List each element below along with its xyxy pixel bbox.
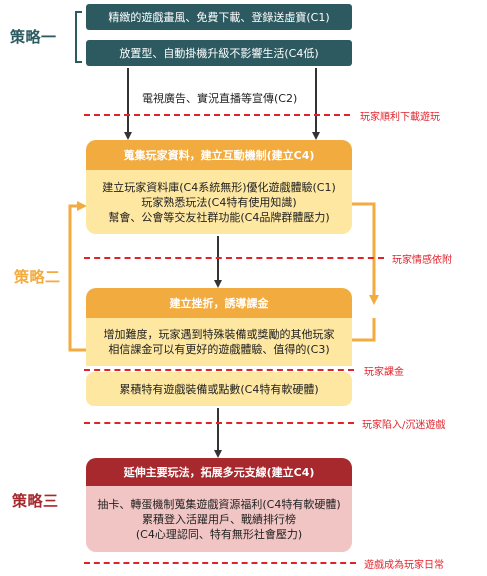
block1-top-box: 精緻的遊戲畫風、免費下載、登錄送虛寶(C1) (86, 4, 352, 30)
block4-line-1: 抽卡、轉蛋機制蒐集遊戲資源福利(C4特有軟硬體) (97, 497, 341, 511)
block1-bottom-box: 放置型、自動掛機升級不影響生活(C4低) (86, 40, 352, 66)
stage-line-5 (84, 562, 356, 564)
block2-line-2: 玩家熟悉玩法(C4特有使用知識) (141, 195, 297, 209)
strategy-2-label: 策略二 (14, 268, 61, 286)
block3-header: 建立挫折，誘導課金 (86, 288, 352, 318)
block4-header: 延伸主要玩法，拓展多元支線(建立C4) (86, 458, 352, 486)
loop-right-arrow-top (352, 202, 379, 305)
block3-body: 增加難度，玩家遇到特殊裝備或獎勵的其他玩家 相信課金可以有更好的遊戲體驗、值得的… (86, 318, 352, 366)
stage-label-2: 玩家情感依附 (392, 255, 452, 266)
block4-body: 抽卡、轉蛋機制蒐集遊戲資源福利(C4特有軟硬體) 累積登入活躍用戶、戰績排行榜 … (86, 486, 352, 552)
loop-right-arrow-bottom (352, 318, 376, 342)
block2-body: 建立玩家資料庫(C4系統無形)優化遊戲體驗(C1) 玩家熟悉玩法(C4特有使用知… (86, 170, 352, 234)
stage-label-3: 玩家課金 (364, 367, 404, 378)
strategy-3-label: 策略三 (12, 492, 59, 510)
stage-line-2 (84, 257, 384, 259)
stage-label-5: 遊戲成為玩家日常 (364, 560, 444, 571)
strategy-1-label: 策略一 (10, 28, 57, 46)
stage-label-4: 玩家陷入/沉迷遊戲 (362, 420, 446, 431)
stage-label-1: 玩家順利下載遊玩 (360, 112, 440, 123)
block3-line-2: 相信課金可以有更好的遊戲體驗、值得的(C3) (108, 343, 330, 356)
block2-header: 蒐集玩家資料，建立互動機制(建立C4) (86, 140, 352, 170)
block3-line-1: 增加難度，玩家遇到特殊裝備或獎勵的其他玩家 (103, 328, 335, 341)
block3-extra-box: 累積特有遊戲裝備或點數(C4特有軟硬體) (86, 372, 352, 406)
strategy-1-bracket (75, 11, 82, 63)
block2-line-3: 幫會、公會等交友社群功能(C4品牌群體壓力) (108, 210, 330, 224)
block2-line-1: 建立玩家資料庫(C4系統無形)優化遊戲體驗(C1) (102, 180, 336, 194)
loop-left-arrow (68, 201, 87, 352)
block1-promo-note: 電視廣告、實況直播等宣傳(C2) (142, 92, 298, 105)
block4-line-2: 累積登入活躍用戶、戰績排行榜 (142, 512, 296, 526)
stage-line-3 (84, 369, 354, 371)
stage-line-4 (84, 422, 354, 424)
block4-line-3: (C4心理認同、特有無形社會壓力) (135, 527, 303, 541)
stage-line-1 (84, 114, 350, 116)
